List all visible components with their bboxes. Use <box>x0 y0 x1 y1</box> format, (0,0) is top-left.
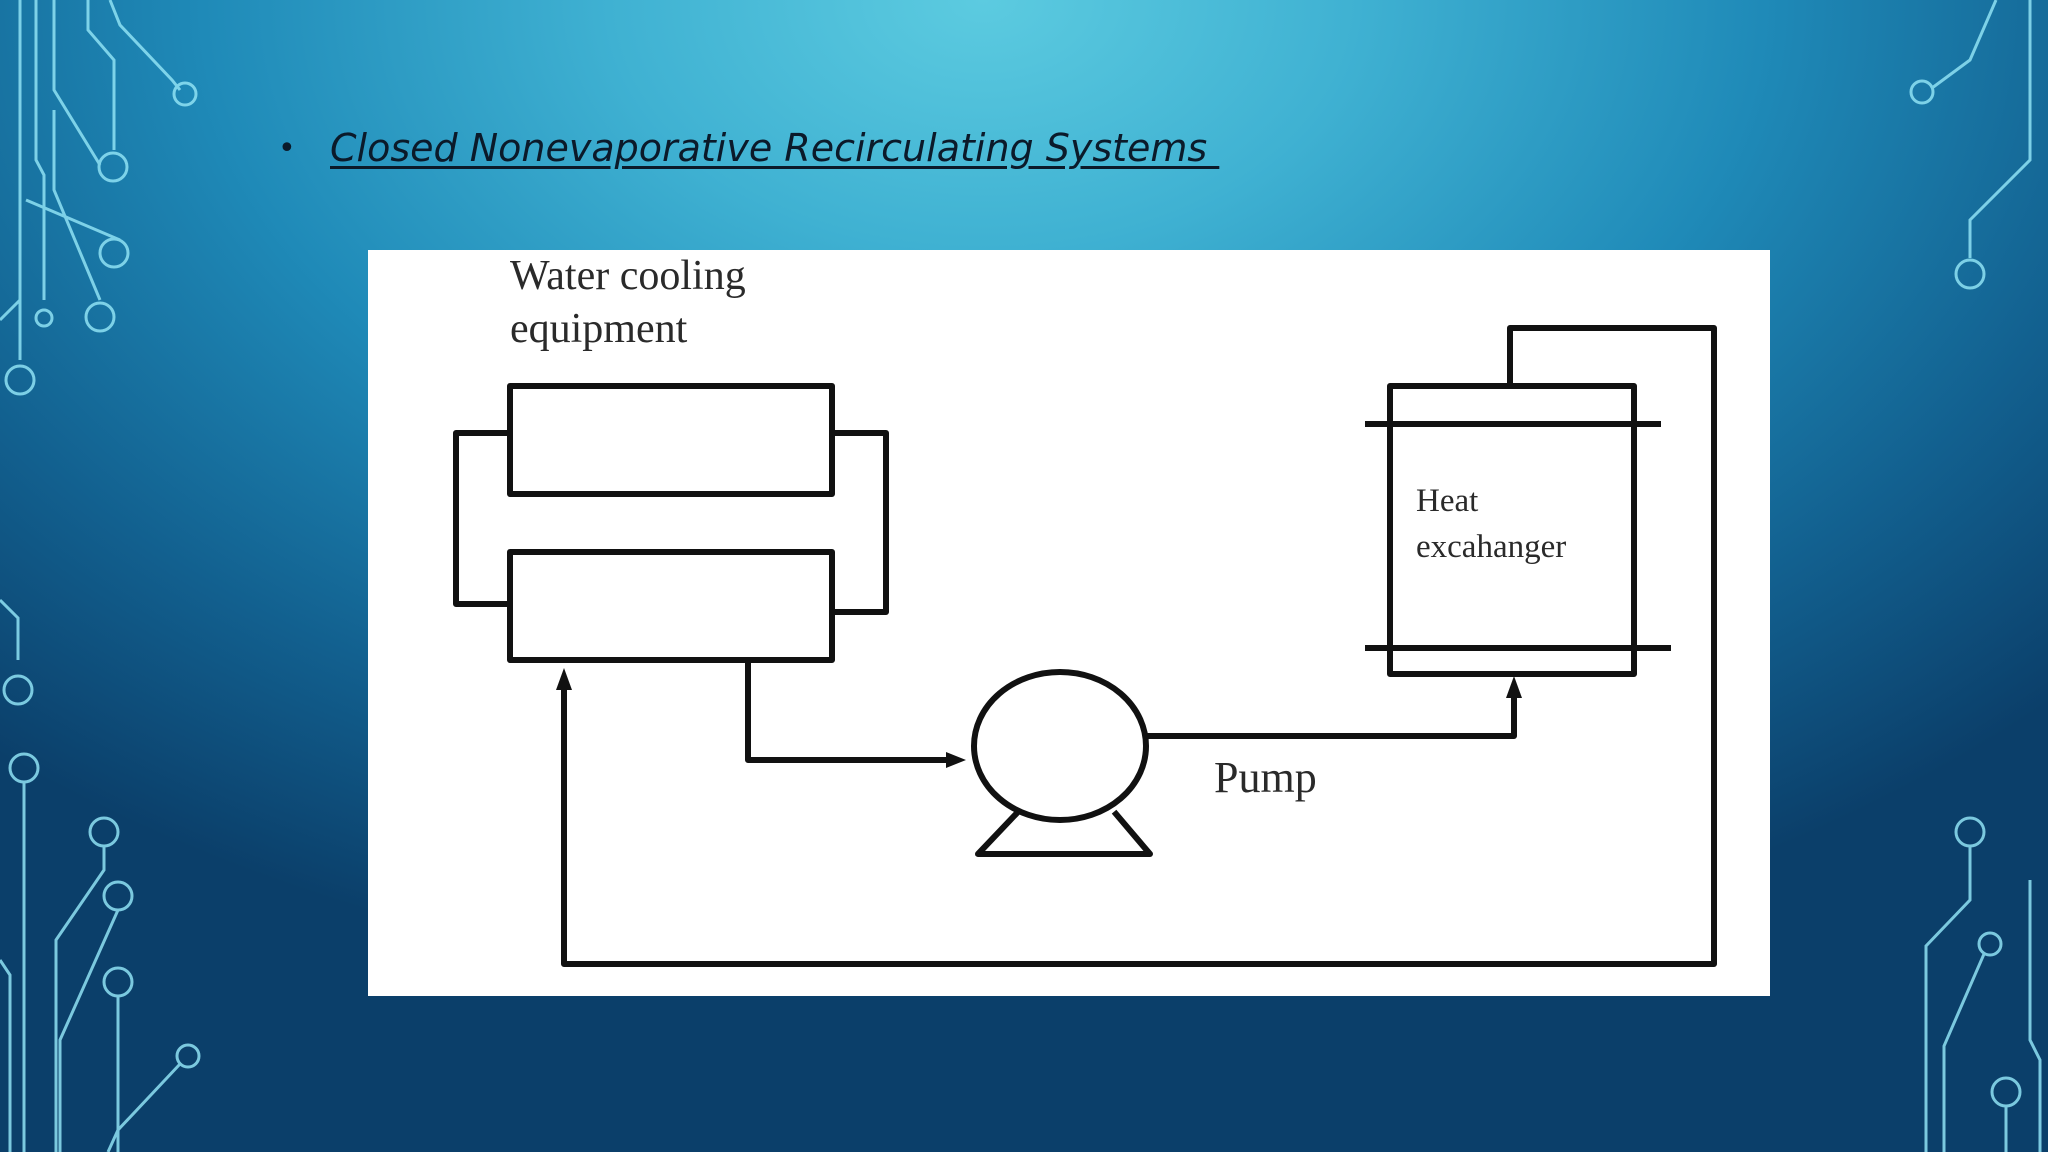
cooling-right-manifold <box>829 430 889 615</box>
label-heat-exchanger: Heat excahanger <box>1416 483 1567 566</box>
arrow-into-pump <box>946 752 966 768</box>
bullet-icon: • <box>278 130 296 166</box>
arrow-into-exchanger <box>1506 676 1522 698</box>
arrow-into-cooling <box>556 668 572 690</box>
diagram-drawing <box>453 325 1717 967</box>
recirculating-system-diagram: Water cooling equipment Pump Heat excaha… <box>368 250 1770 996</box>
pipe-pump-to-exchanger <box>1143 693 1517 739</box>
pump-body <box>971 669 1149 823</box>
label-pump: Pump <box>1214 753 1317 802</box>
label-water-cooling-equipment: Water cooling equipment <box>510 253 746 352</box>
slide-heading-row: • Closed Nonevaporative Recirculating Sy… <box>278 118 1219 178</box>
pipe-cooling-to-pump <box>745 657 951 763</box>
cooling-unit-top <box>507 383 835 497</box>
cooling-unit-bottom <box>507 549 835 663</box>
pump-base <box>975 809 1153 857</box>
pipe-return-loop <box>561 325 1717 967</box>
slide-heading: Closed Nonevaporative Recirculating Syst… <box>330 126 1220 170</box>
cooling-left-manifold <box>453 430 513 607</box>
